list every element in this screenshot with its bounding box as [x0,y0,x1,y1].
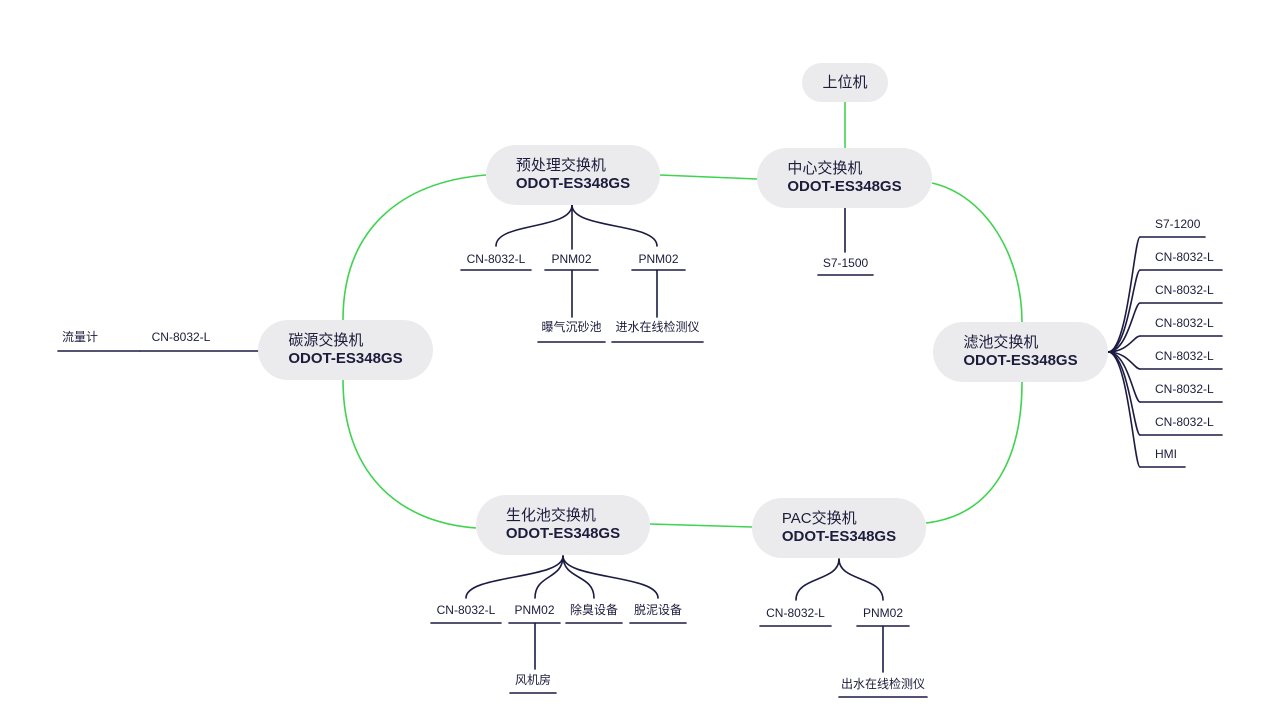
core-switch-name: 中心交换机 [787,160,863,177]
pac-switch-name: PAC交换机 [781,510,857,527]
pretreatment-switch-name: 预处理交换机 [515,157,606,174]
filter-device-label: CN-8032-L [1155,415,1214,429]
filter-switch-model: ODOT-ES348GS [963,352,1078,369]
link-carbon-pretreatment [342,174,487,321]
filter-device-label: CN-8032-L [1155,283,1214,297]
pretreatment-switch-node: 预处理交换机 ODOT-ES348GS [486,145,660,205]
biochemical-device-label: CN-8032-L [436,603,496,617]
branch-biochemical-device-1 [534,555,564,599]
link-biochemical-carbon [342,379,477,529]
carbon-source-switch-model: ODOT-ES348GS [288,350,403,367]
filter-switch-text: 滤池交换机 ODOT-ES348GS [963,334,1077,370]
core-switch-node: 中心交换机 ODOT-ES348GS [757,148,932,208]
pac-subdevice-label: 出水在线检测仪 [840,677,925,691]
core-switch-text: 中心交换机 ODOT-ES348GS [787,160,901,196]
pretreatment-device-label: CN-8032-L [466,252,526,266]
pac-switch-text: PAC交换机 ODOT-ES348GS [782,510,896,546]
biochemical-subdevice-label: 风机房 [514,673,551,687]
carbon-source-subdevice-label: 流量计 [61,330,98,344]
biochemical-switch-node: 生化池交换机 ODOT-ES348GS [476,495,650,555]
filter-device-label: S7-1200 [1155,217,1201,231]
pretreatment-subdevice-label: 曝气沉砂池 [541,320,602,334]
link-pretreatment-core [659,174,758,180]
carbon-source-switch-node: 碳源交换机 ODOT-ES348GS [258,320,433,380]
biochemical-switch-text: 生化池交换机 ODOT-ES348GS [506,507,620,543]
filter-device-label: CN-8032-L [1155,250,1214,264]
filter-device-label: CN-8032-L [1155,316,1214,330]
branch-biochemical-device-2 [562,555,595,599]
branch-pac-device-1 [838,558,884,601]
host-node: 上位机 [802,63,888,102]
biochemical-device-label: 脱泥设备 [633,603,682,617]
branch-pac-device-0 [795,558,840,601]
pac-device-label: PNM02 [862,606,903,620]
filter-device-label: HMI [1155,447,1177,461]
link-pac-biochemical [649,523,753,528]
filter-switch-node: 滤池交换机 ODOT-ES348GS [933,322,1108,382]
branch-biochemical-device-3 [562,555,659,599]
pac-switch-model: ODOT-ES348GS [781,528,897,545]
pac-switch-node: PAC交换机 ODOT-ES348GS [752,498,926,558]
pretreatment-subdevice-label: 进水在线检测仪 [615,320,700,334]
core-switch-model: ODOT-ES348GS [787,178,902,195]
biochemical-device-label: PNM02 [514,603,555,617]
branch-pretreatment-device-2 [571,204,658,247]
core-device-label: S7-1500 [822,256,869,270]
pretreatment-switch-text: 预处理交换机 ODOT-ES348GS [516,157,630,193]
filter-device-label: CN-8032-L [1155,349,1214,363]
pretreatment-device-label: PNM02 [551,252,592,266]
host-label: 上位机 [822,73,868,91]
pac-device-label: CN-8032-L [766,606,825,620]
pretreatment-device-label: PNM02 [638,252,679,266]
branch-pretreatment-device-0 [495,204,573,247]
link-core-filter [931,182,1023,323]
branch-filter-device-7 [1107,351,1141,468]
filter-switch-name: 滤池交换机 [963,334,1039,351]
branch-filter-device-2 [1107,302,1141,353]
biochemical-switch-model: ODOT-ES348GS [505,525,621,542]
branch-filter-device-0 [1107,236,1141,353]
carbon-source-device-label: CN-8032-L [151,330,211,344]
branch-biochemical-device-0 [465,555,564,599]
branch-filter-device-5 [1107,351,1141,403]
carbon-source-switch-name: 碳源交换机 [288,332,364,349]
pretreatment-switch-model: ODOT-ES348GS [515,175,631,192]
biochemical-switch-name: 生化池交换机 [505,507,596,524]
branch-filter-device-1 [1107,269,1141,353]
biochemical-device-label: 除臭设备 [569,603,618,617]
link-filter-pac [925,381,1023,524]
filter-device-label: CN-8032-L [1155,382,1214,396]
carbon-source-switch-text: 碳源交换机 ODOT-ES348GS [288,332,402,368]
